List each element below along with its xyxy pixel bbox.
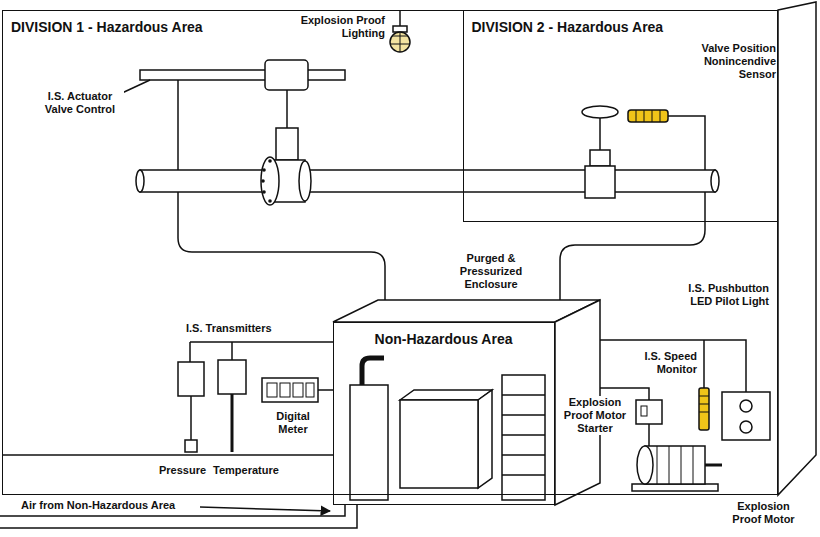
control-cabinets: [502, 375, 545, 500]
lighting-fixture: [393, 26, 407, 32]
enclosure-faces: [333, 300, 600, 322]
actuator-valve: [122, 80, 150, 93]
motor-starter: [636, 400, 662, 424]
actuator-valve: [276, 128, 298, 160]
position-sensor: [636, 110, 660, 122]
process-pipe: [711, 170, 719, 192]
air-duct: [200, 507, 330, 511]
actuator-valve: [286, 90, 288, 128]
transmitters: [267, 383, 277, 397]
actuator-valve: [261, 157, 279, 205]
actuator-valve: [140, 70, 345, 80]
pushbutton-station: [740, 400, 752, 412]
actuator-valve: [261, 159, 272, 203]
speed-monitor: [699, 396, 709, 412]
actuator-valve: [268, 199, 272, 203]
lighting-fixture: [390, 10, 410, 52]
manual-valve: [582, 106, 618, 198]
motor: [637, 446, 653, 484]
part-label: Temperature: [212, 464, 280, 477]
hazard-region: DIVISION 1 - Hazardous AreaDIVISION 2 - …: [2, 10, 778, 495]
control-cabinets: [400, 400, 478, 488]
transmitters: [280, 383, 290, 397]
actuator-valve: [299, 161, 311, 201]
actuator-valve: [122, 60, 345, 205]
transmitters: [267, 383, 314, 397]
motor: [645, 446, 705, 484]
actuator-valve: [262, 190, 266, 194]
speed-monitor: [699, 388, 709, 430]
position-sensor: [628, 110, 668, 122]
motor: [657, 446, 693, 484]
part-label: Digital Meter: [262, 410, 324, 436]
control-cabinets: [350, 358, 545, 500]
part-label: Explosion Proof Motor: [725, 500, 802, 526]
manual-valve: [599, 118, 601, 150]
part-label: Purged & Pressurized Enclosure: [445, 252, 537, 291]
part-label: I.S. Pushbutton LED Pilot Light: [668, 282, 770, 308]
process-pipe: [136, 170, 719, 192]
part-label: I.S. Actuator Valve Control: [36, 90, 124, 116]
illustration: [0, 2, 816, 528]
transmitters: [293, 383, 303, 397]
area-title: Non-Hazardous Area: [342, 331, 546, 347]
floor-line: [2, 454, 333, 456]
transmitters: [178, 360, 318, 452]
manual-valve: [590, 150, 610, 166]
housing-side: [778, 2, 816, 495]
process-pipe: [136, 170, 144, 192]
actuator-valve: [265, 60, 308, 90]
actuator-valve: [261, 179, 265, 183]
part-label: Air from Non-Hazardous Area: [20, 499, 176, 512]
motor: [632, 446, 722, 491]
process-pipe: [140, 170, 715, 192]
pushbutton-station: [740, 421, 752, 433]
speed-monitor: [699, 388, 709, 430]
control-cabinets: [400, 390, 492, 400]
lighting-fixture: [399, 10, 401, 26]
control-cabinets: [350, 385, 388, 500]
actuator-valve: [268, 159, 272, 163]
part-label: I.S. Transmitters: [185, 322, 273, 335]
control-cabinets: [478, 390, 492, 488]
transmitters: [262, 378, 318, 402]
actuator-valve: [262, 168, 266, 172]
part-label: Valve Position Nonincendive Sensor: [680, 42, 777, 81]
transmitters: [306, 383, 314, 397]
transmitters: [231, 394, 234, 452]
manual-valve: [585, 166, 615, 198]
area-title: DIVISION 2 - Hazardous Area: [472, 19, 769, 35]
enclosure-box: Non-Hazardous Area: [333, 322, 555, 505]
motor-starter: [641, 406, 647, 416]
lighting-fixture: [390, 32, 410, 52]
housing-side: [778, 2, 816, 495]
wiring: [600, 340, 746, 392]
pushbutton-station: [722, 392, 770, 440]
motor-starter: [636, 400, 662, 424]
lighting-fixture: [391, 32, 409, 52]
wiring: [560, 116, 705, 300]
part-label: Pressure: [158, 464, 207, 477]
part-label: Explosion Proof Lighting: [284, 14, 386, 40]
transmitters: [218, 360, 246, 394]
transmitters: [178, 362, 204, 396]
part-label: Explosion Proof Motor Starter: [556, 396, 634, 435]
position-sensor: [628, 110, 668, 122]
transmitters: [190, 396, 192, 440]
control-cabinets: [502, 395, 545, 475]
pushbutton-station: [722, 392, 770, 440]
motor: [705, 464, 722, 467]
transmitters: [185, 440, 197, 452]
control-cabinets: [362, 358, 384, 385]
floor-line: [2, 454, 333, 456]
motor: [632, 484, 718, 491]
manual-valve: [582, 106, 618, 118]
part-label: I.S. Speed Monitor: [622, 350, 698, 376]
